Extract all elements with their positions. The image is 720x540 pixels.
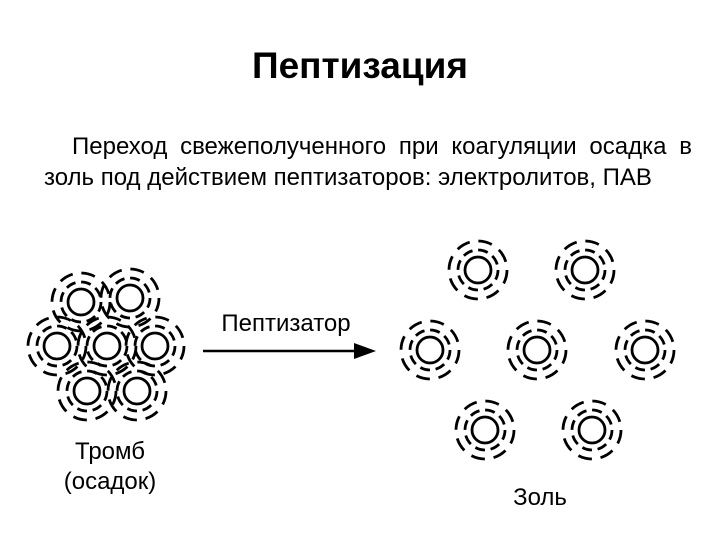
clot-label: Тромб (осадок) — [40, 437, 180, 497]
sol-micelle — [554, 239, 616, 301]
sol-label: Золь — [513, 484, 567, 511]
peptizer-arrow — [203, 343, 376, 359]
definition-text: Переход свежеполученного при коагуляции … — [44, 133, 692, 191]
sol-micelle — [454, 399, 516, 461]
sol-micelle — [561, 399, 623, 461]
clot-label-line1: Тромб — [75, 438, 145, 465]
clot-micelle — [56, 360, 118, 422]
clot-micelle — [50, 271, 112, 333]
sol-dispersion — [399, 239, 676, 461]
clot-label-line2: (осадок) — [63, 468, 157, 495]
sol-micelle — [614, 319, 676, 381]
arrow-label: Пептизатор — [221, 310, 351, 337]
sol-micelle — [506, 319, 568, 381]
sol-micelle — [447, 239, 509, 301]
slide-title: Пептизация — [252, 45, 468, 86]
clot-precipitate — [26, 267, 186, 422]
sol-micelle — [399, 319, 461, 381]
clot-micelle — [26, 315, 88, 377]
